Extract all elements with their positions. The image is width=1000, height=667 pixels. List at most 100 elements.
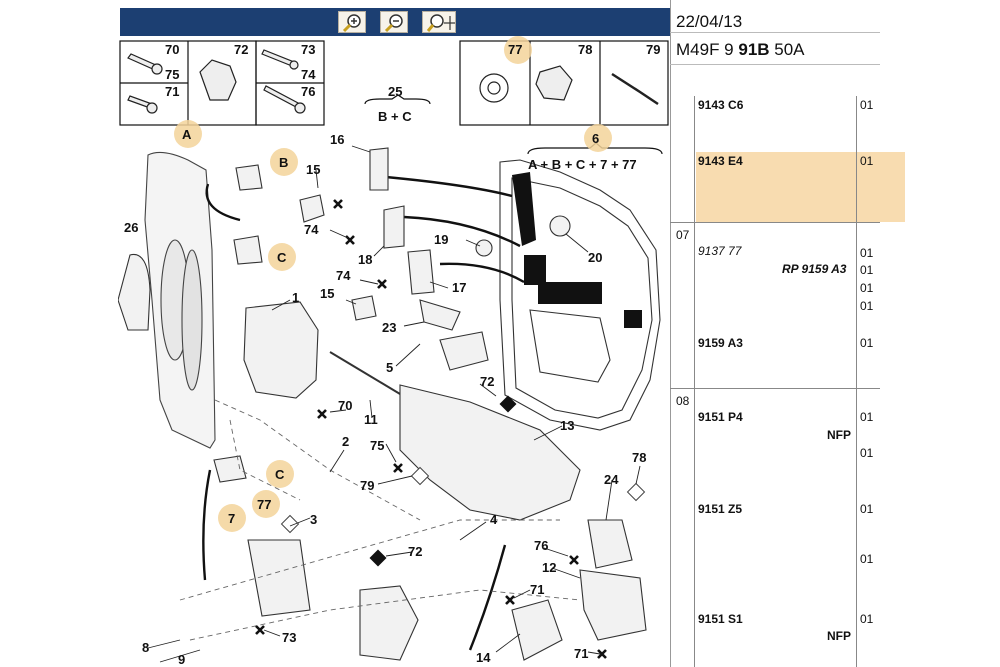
legend-numbers: 70 75 72 73 74 71 76 77 78 79 25 B + C 6… xyxy=(165,42,660,172)
legend-74: 74 xyxy=(301,67,316,82)
callout-70: 70 xyxy=(338,398,352,413)
exploded-parts-diagram: 70 75 72 73 74 71 76 77 78 79 25 B + C 6… xyxy=(118,36,669,667)
section-07-divider xyxy=(670,222,880,223)
door-panel xyxy=(499,159,661,431)
callout-11: 11 xyxy=(364,412,378,427)
header-divider xyxy=(670,32,880,33)
nfp-9151-p4: NFP xyxy=(827,428,851,442)
model-suffix: 50A xyxy=(769,40,805,59)
qty-rp-9159-a3: 01 xyxy=(860,263,874,277)
callout-A: A xyxy=(182,127,192,142)
legend-70: 70 xyxy=(165,42,179,57)
callout-3: 3 xyxy=(310,512,317,527)
callout-76: 76 xyxy=(534,538,548,553)
callout-74-upper: 74 xyxy=(304,222,319,237)
qty-9137-77: 01 xyxy=(860,246,874,260)
callout-7: 7 xyxy=(228,511,235,526)
cables xyxy=(202,175,525,651)
zoom-in-icon xyxy=(342,14,361,33)
legend-71: 71 xyxy=(165,84,179,99)
callout-4: 4 xyxy=(490,512,498,527)
legend-76: 76 xyxy=(301,84,315,99)
section-column-border xyxy=(694,96,695,667)
part-9143-c6[interactable]: 9143 C6 xyxy=(698,98,744,112)
callout-79: 79 xyxy=(360,478,374,493)
qty-row-10: 01 xyxy=(860,446,874,460)
callout-C-lower: C xyxy=(275,467,285,482)
door-internals xyxy=(512,172,642,328)
qty-9159-a3: 01 xyxy=(860,336,874,350)
callout-26: 26 xyxy=(124,220,138,235)
section-08-divider xyxy=(670,388,880,389)
header-divider-2 xyxy=(670,64,880,65)
qty-row-6: 01 xyxy=(860,299,874,313)
zoom-in-button[interactable] xyxy=(338,11,366,33)
date-label: 22/04/13 xyxy=(676,12,743,31)
legend-77: 77 xyxy=(508,42,522,57)
clip-squares xyxy=(280,395,646,567)
qty-column-border xyxy=(856,96,857,667)
callout-18: 18 xyxy=(358,252,372,267)
callout-16: 16 xyxy=(330,132,344,147)
callout-9: 9 xyxy=(178,652,185,667)
row-highlight xyxy=(696,152,905,222)
qty-9151-s1: 01 xyxy=(860,612,874,626)
panel-left-border xyxy=(670,0,671,667)
callout-C-upper: C xyxy=(277,250,287,265)
qty-9143-e4: 01 xyxy=(860,154,874,168)
zoom-pan-icon xyxy=(426,14,455,32)
callout-75: 75 xyxy=(370,438,384,453)
qty-9143-c6: 01 xyxy=(860,98,874,112)
qty-row-12: 01 xyxy=(860,552,874,566)
part-9151-s1[interactable]: 9151 S1 xyxy=(698,612,743,626)
callout-B: B xyxy=(279,155,288,170)
callout-20: 20 xyxy=(588,250,602,265)
legend-79: 79 xyxy=(646,42,660,57)
part-9137-77[interactable]: 9137 77 xyxy=(698,244,742,258)
qty-9151-z5: 01 xyxy=(860,502,874,516)
replaced-by-9159-a3: RP 9159 A3 xyxy=(782,262,847,276)
callout-labels: A B C C 7 77 1 2 3 4 5 8 9 11 12 13 14 1… xyxy=(124,127,646,667)
highlight-badges xyxy=(174,36,612,532)
callout-74-lower: 74 xyxy=(336,268,351,283)
callout-73: 73 xyxy=(282,630,296,645)
part-9151-p4[interactable]: 9151 P4 xyxy=(698,410,743,424)
leader-lines xyxy=(147,145,641,663)
callout-78: 78 xyxy=(632,450,646,465)
qty-9151-p4: 01 xyxy=(860,410,874,424)
callout-15-upper: 15 xyxy=(306,162,320,177)
callout-19: 19 xyxy=(434,232,448,247)
callout-77: 77 xyxy=(257,497,271,512)
callout-2: 2 xyxy=(342,434,349,449)
model-code: M49F 9 91B 50A xyxy=(676,40,805,60)
legend-illustrations xyxy=(127,49,659,114)
dashed-guides xyxy=(179,399,581,641)
part-9143-e4[interactable]: 9143 E4 xyxy=(698,154,743,168)
callout-14: 14 xyxy=(476,650,491,665)
group-6-number: 6 xyxy=(592,131,599,146)
zoom-out-button[interactable] xyxy=(380,11,408,33)
parts-list-panel: 22/04/13 M49F 9 91B 50A 9143 C6 01 9143 … xyxy=(670,0,1000,667)
callout-71-center: 71 xyxy=(530,582,544,597)
group-25-number: 25 xyxy=(388,84,402,99)
part-9159-a3[interactable]: 9159 A3 xyxy=(698,336,743,350)
legend-72: 72 xyxy=(234,42,248,57)
callout-71-bottom: 71 xyxy=(574,646,588,661)
lock-mechanism xyxy=(118,147,647,661)
callout-24: 24 xyxy=(604,472,619,487)
callout-5: 5 xyxy=(386,360,393,375)
model-prefix: M49F 9 xyxy=(676,40,739,59)
zoom-out-icon xyxy=(384,14,403,33)
legend-73: 73 xyxy=(301,42,315,57)
callout-72-upper: 72 xyxy=(480,374,494,389)
qty-row-5: 01 xyxy=(860,281,874,295)
nfp-9151-s1: NFP xyxy=(827,629,851,643)
callout-13: 13 xyxy=(560,418,574,433)
legend-box-right xyxy=(459,40,669,126)
group-25-expression: B + C xyxy=(378,109,412,124)
model-bold: 91B xyxy=(738,40,770,59)
callout-72-lower: 72 xyxy=(408,544,422,559)
part-9151-z5[interactable]: 9151 Z5 xyxy=(698,502,743,516)
callout-8: 8 xyxy=(142,640,149,655)
zoom-pan-button[interactable] xyxy=(422,11,456,33)
